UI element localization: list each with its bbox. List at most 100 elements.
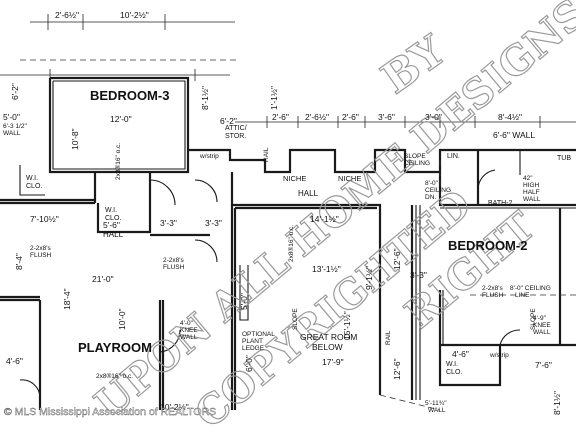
ceiling-dn-2: CEILING <box>425 187 451 194</box>
room-hall-upper: HALL <box>298 189 319 198</box>
wi-clo-mid-1: W.I. <box>105 207 117 214</box>
wi-clo-left-2: CLO. <box>26 183 42 190</box>
dim-14-1-half: 14'-1½" <box>310 214 339 224</box>
room-niche-2: NICHE <box>338 174 361 183</box>
plant-ledge-1: OPTIONAL <box>242 331 275 338</box>
ceiling-dn-3: DN. <box>425 194 436 201</box>
dim-2-6-half: 2'-6½" <box>55 10 79 20</box>
ceiling-dn-1: 8'-0" <box>425 180 439 187</box>
dim-5-11-wall: 5'-11¾"WALL <box>425 400 447 414</box>
dim-17-9: 17'-9" <box>322 357 344 367</box>
walls <box>0 76 576 410</box>
room-lin: LIN. <box>447 153 460 160</box>
room-bath-2: BATH-2 <box>488 200 512 207</box>
plant-ledge-2: PLANT <box>242 338 263 345</box>
dim-8-4-half: 8'-4½" <box>498 112 522 122</box>
dim-2-6b: 2'-6" <box>342 112 359 122</box>
plant-ledge-3: LEDGE <box>242 345 265 352</box>
wall-slope-1: SLOPE <box>530 308 537 330</box>
ceiling-line-2: LINE <box>515 292 530 299</box>
dim-4-9-knee-1: 4'-9" <box>533 315 547 322</box>
dim-6-3-wall-2: WALL <box>3 130 21 137</box>
wall-slope-ceiling: SLOPE <box>530 308 537 330</box>
half-wall-2: HIGH <box>523 182 540 189</box>
wi-clo-right-1: W.I. <box>446 361 458 368</box>
dim-1-1-half: 1'-1½" <box>269 86 279 110</box>
room-hall-left: HALL <box>103 230 124 239</box>
dim-8-4: 8'-4" <box>14 253 24 270</box>
dim-4-9-knee-2: KNEE <box>533 322 551 329</box>
dim-5-6: 5'-6" <box>103 220 120 230</box>
dim-7-10-half: 7'-10½" <box>30 214 59 224</box>
room-niche-1: NICHE <box>283 174 306 183</box>
room-bedroom-2: BEDROOM-2 <box>448 238 527 253</box>
top-dimension-strip <box>0 14 576 128</box>
room-wi-clo-left: W.I.CLO. <box>26 175 42 190</box>
dim-12-6: 12'-6" <box>392 248 402 270</box>
flush-note-3b: FLUSH <box>482 292 504 299</box>
dim-6-2b: 6'-2" <box>220 116 237 126</box>
room-wi-clo-right: W.I.CLO. <box>446 361 462 376</box>
dim-10-0: 10'-0" <box>117 308 127 330</box>
flush-note-2a: 2-2x8's <box>163 257 185 264</box>
beam-note-1: 2x8®16" o.c. <box>114 143 122 180</box>
wi-clo-left-1: W.I. <box>26 175 38 182</box>
dim-10-2-half: 10'-2½" <box>120 10 149 20</box>
dim-12-6b: 12'-6" <box>392 358 402 380</box>
dim-5-11-wall-1: 5'-11¾" <box>425 400 447 407</box>
dim-5-0b: 5'-0" <box>239 293 249 310</box>
room-attic-stor: ATTIC/STOR. <box>225 125 247 140</box>
w-strip-note-b: w/strip <box>489 352 509 359</box>
dim-5-0: 5'-0" <box>3 112 20 122</box>
dim-15-1-half: 15'-1½" <box>342 311 352 340</box>
slope-ceiling-1: SLOPE <box>404 153 426 160</box>
rail-note-2: RAIL <box>263 147 270 162</box>
ceiling-line-1: 8'-0" CEILING <box>510 285 551 292</box>
dim-3-3a: 3'-3" <box>160 218 177 228</box>
dim-4-9-knee-3: WALL <box>533 329 551 336</box>
dim-10-8: 10'-8" <box>70 128 80 150</box>
dim-3-6: 3'-6" <box>378 112 395 122</box>
room-wi-clo-mid: W.I.CLO. <box>105 207 121 222</box>
knee-wall-2: KNEE <box>180 327 198 334</box>
dim-9-1-half: 9'-1½" <box>364 266 374 290</box>
dim-3-3-hall: 3'-3" <box>410 270 427 280</box>
dim-10-2-half-b: 10'-2½" <box>160 402 189 412</box>
dim-2-6-half-b: 2'-6½" <box>305 112 329 122</box>
flush-note-2b: FLUSH <box>163 264 185 271</box>
w-strip-note: w/strip <box>199 153 219 160</box>
knee-wall-1: 4'-0" <box>180 320 194 327</box>
door-swings <box>19 169 521 399</box>
beam-note-2: 2x8®16" o.c. <box>287 225 295 262</box>
dim-21-0: 21'-0" <box>92 274 114 284</box>
dim-3-0: 3'-0" <box>425 112 442 122</box>
flush-note-1b: FLUSH <box>30 252 52 259</box>
half-wall-4: WALL <box>523 196 541 203</box>
dim-6-2: 6'-2" <box>10 83 20 100</box>
footer-copyright: © MLS Mississippi Association of REALTOR… <box>4 406 216 418</box>
dim-4-6b: 4'-6" <box>452 349 469 359</box>
dim-8-1-half-b: 8'-1½" <box>552 391 562 415</box>
dim-6-3-wall-1: 6'-3 1/2" <box>3 123 27 130</box>
room-playroom: PLAYROOM <box>78 340 152 355</box>
ceiling-lines <box>20 59 576 411</box>
dim-3-3b: 3'-3" <box>205 218 222 228</box>
watermark-line-4: BY <box>373 25 455 103</box>
dim-5-11-wall-2: WALL <box>428 407 446 414</box>
great-room-line1: GREAT ROOM <box>300 332 357 342</box>
dim-6-6-wall: 6'-6" WALL <box>493 130 535 140</box>
flush-note-1a: 2-2x8's <box>30 245 52 252</box>
dim-12-0: 12'-0" <box>110 114 132 124</box>
wi-clo-mid-2: CLO. <box>105 215 121 222</box>
half-wall-3: HALF <box>523 189 540 196</box>
